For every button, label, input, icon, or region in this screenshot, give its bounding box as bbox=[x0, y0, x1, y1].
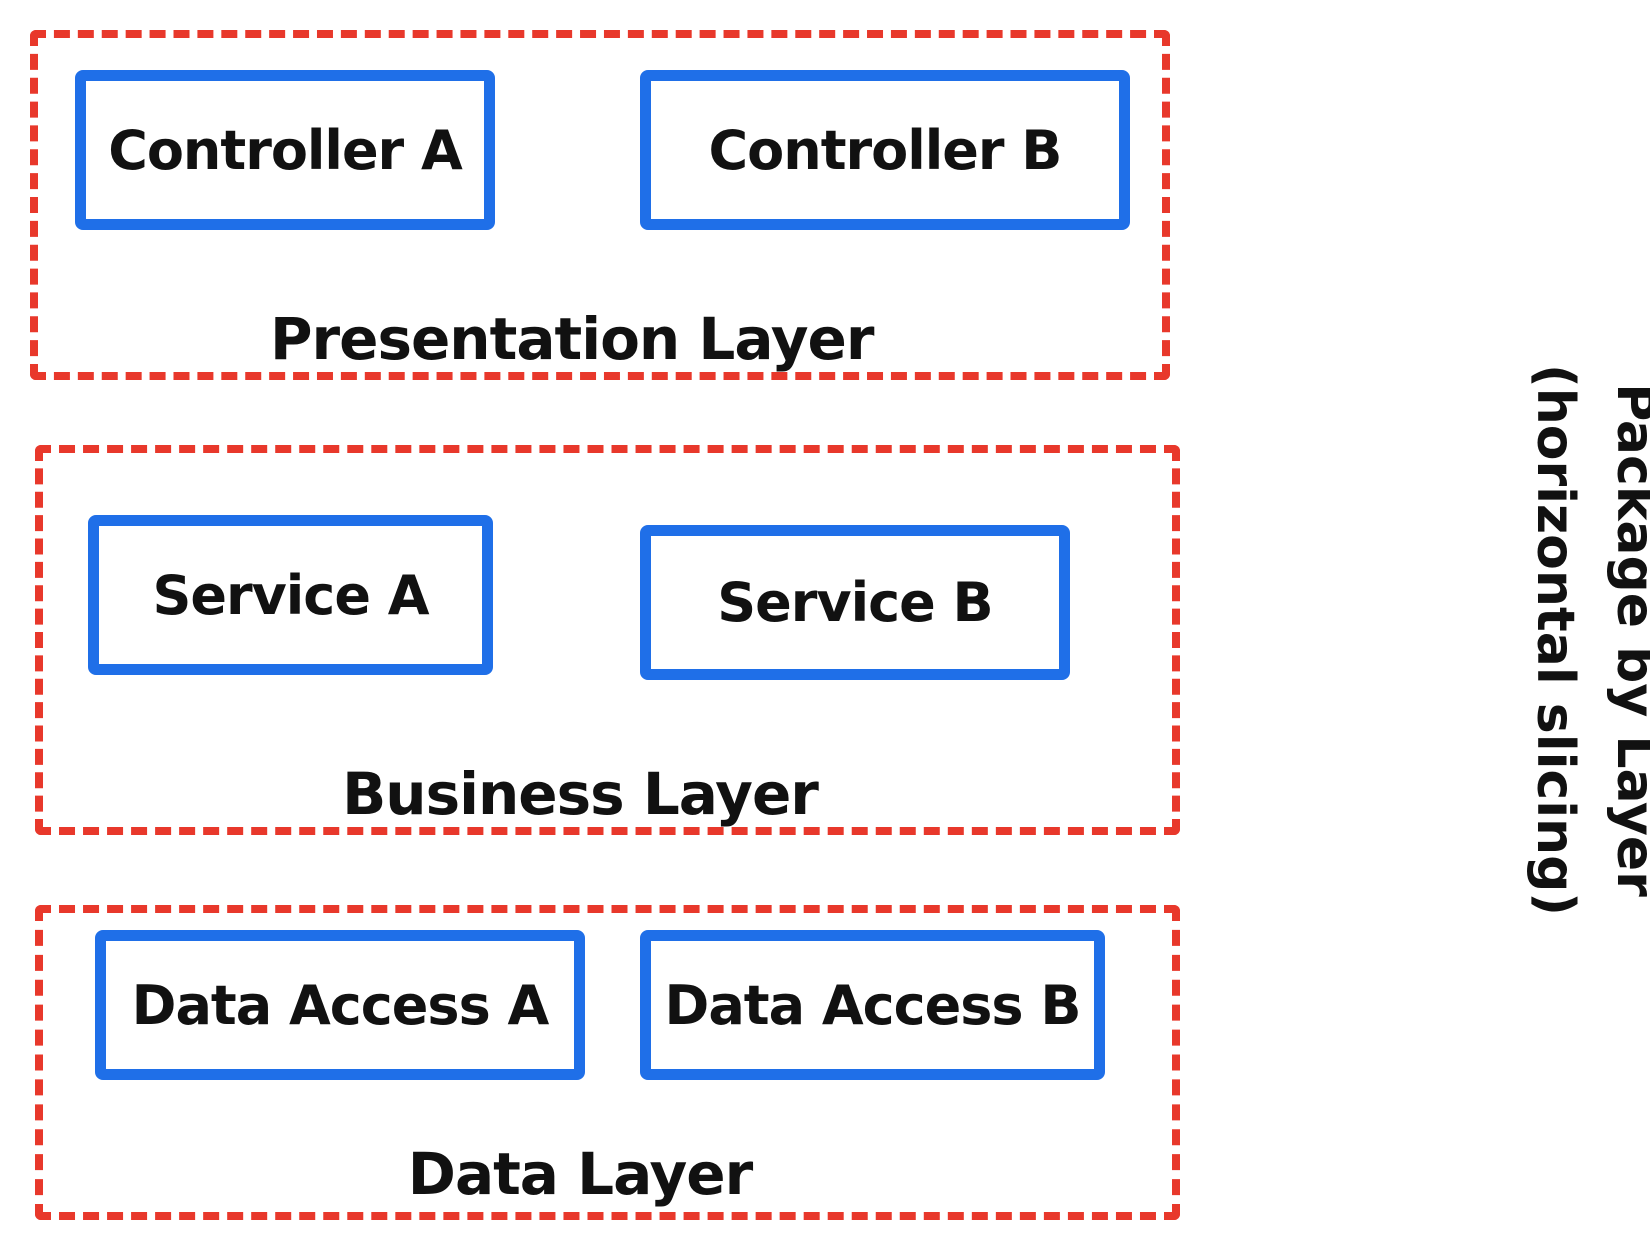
package-by-layer-caption: Package by Layer (horizontal slicing) bbox=[1515, 364, 1650, 916]
data-layer-group bbox=[35, 905, 1180, 1220]
data-access-b-label: Data Access B bbox=[664, 973, 1082, 1037]
business-layer-group bbox=[35, 445, 1180, 835]
service-b-label: Service B bbox=[717, 571, 993, 634]
data-access-b-box: Data Access B bbox=[640, 930, 1105, 1080]
service-b-box: Service B bbox=[640, 525, 1070, 680]
caption-line-1: Package by Layer bbox=[1605, 383, 1650, 897]
service-a-label: Service A bbox=[152, 563, 429, 627]
data-access-a-label: Data Access A bbox=[131, 973, 550, 1037]
data-layer-label: Data Layer bbox=[407, 1140, 753, 1208]
service-a-box: Service A bbox=[88, 515, 493, 675]
controller-a-label: Controller A bbox=[108, 118, 463, 182]
presentation-layer-group bbox=[30, 30, 1170, 380]
controller-a-box: Controller A bbox=[75, 70, 495, 230]
caption-line-2: (horizontal slicing) bbox=[1525, 363, 1585, 917]
presentation-layer-label: Presentation Layer bbox=[270, 305, 874, 373]
controller-b-label: Controller B bbox=[708, 118, 1063, 182]
data-access-a-box: Data Access A bbox=[95, 930, 585, 1080]
business-layer-label: Business Layer bbox=[342, 760, 819, 828]
controller-b-box: Controller B bbox=[640, 70, 1130, 230]
